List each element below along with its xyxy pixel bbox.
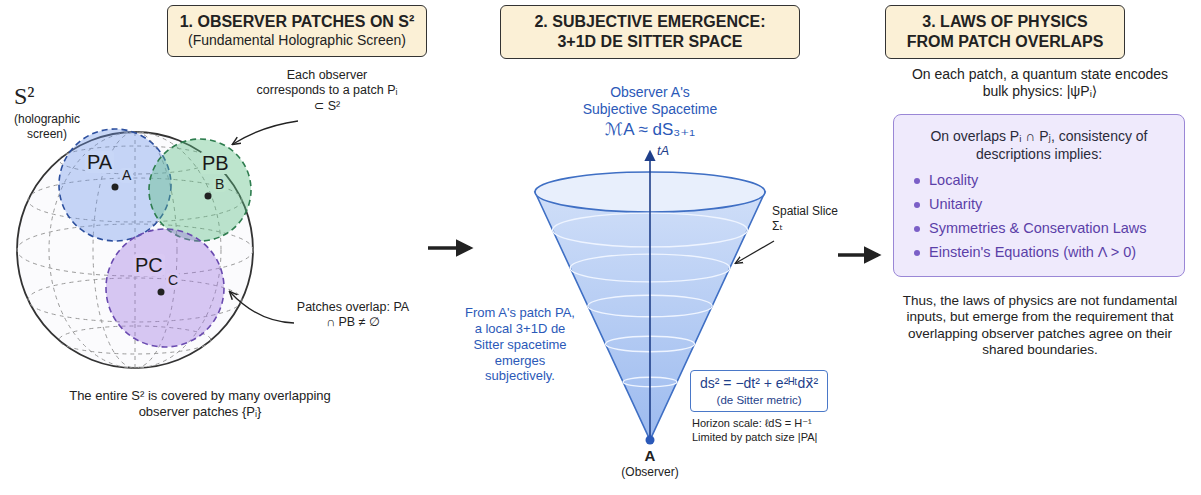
bullet-dot xyxy=(914,226,920,232)
bullet-text: Einstein's Equations (with Λ > 0) xyxy=(929,243,1136,262)
panel-note: On each patch, a quantum state encodes b… xyxy=(900,66,1180,100)
spacetime-formula: ℳA ≈ dS₃₊₁ xyxy=(545,120,755,141)
box-title: 2. SUBJECTIVE EMERGENCE: 3+1D DE SITTER … xyxy=(513,12,787,52)
panel-note: From A's patch PA, a local 3+1D de Sitte… xyxy=(460,305,580,384)
axis-label: tA xyxy=(657,143,687,159)
flow-arrow xyxy=(428,246,470,250)
horizon-note: Horizon scale: ℓdS = H⁻¹ xyxy=(692,417,862,430)
observer-patch: PB B xyxy=(148,138,252,242)
leader-line xyxy=(230,292,294,323)
observer-label: (Observer) xyxy=(600,465,700,480)
leader-line xyxy=(736,241,774,263)
bullet-dot xyxy=(914,250,920,256)
panel-subtitle: Observer A's Subjective Spacetime xyxy=(577,84,723,118)
callout-note: Each observer corresponds to a patch Pᵢ … xyxy=(252,68,402,114)
callout-note: Patches overlap: PA ∩ PB ≠ ∅ xyxy=(292,300,414,331)
box-title: On overlaps Pᵢ ∩ Pⱼ, consistency of desc… xyxy=(910,127,1168,163)
horizon-note: Limited by patch size |PA| xyxy=(692,431,862,444)
patch-shape xyxy=(105,228,225,348)
observer-point xyxy=(158,289,165,296)
observer-label: B xyxy=(213,177,226,192)
panel-heading: 2. SUBJECTIVE EMERGENCE: 3+1D DE SITTER … xyxy=(500,5,800,59)
bullet-dot xyxy=(914,178,920,184)
flow-arrow xyxy=(838,253,878,257)
observer-label: C xyxy=(166,273,180,288)
observer-point xyxy=(205,193,212,200)
observer-label: A xyxy=(630,447,670,465)
bullet-row: Unitarity xyxy=(914,195,1168,214)
box-title: 3. LAWS OF PHYSICS FROM PATCH OVERLAPS xyxy=(898,12,1112,52)
bullet-row: Locality xyxy=(914,171,1168,190)
bullet-text: Locality xyxy=(929,171,978,190)
patch-label: PA xyxy=(85,151,114,173)
patch-circle xyxy=(106,229,224,347)
bullet-row: Symmetries & Conservation Laws xyxy=(914,219,1168,238)
patch-circle xyxy=(149,139,251,241)
bullet-text: Symmetries & Conservation Laws xyxy=(929,219,1147,238)
box-title: ds² = −dt² + e²ᴴᵗdx⃗² xyxy=(700,375,818,393)
box-title: 1. OBSERVER PATCHES ON S² xyxy=(180,12,415,32)
patch-label: PB xyxy=(200,152,231,174)
bullet-text: Unitarity xyxy=(929,195,982,214)
sphere-caption: (holographic screen) xyxy=(8,112,86,141)
consistency-box: On overlaps Pᵢ ∩ Pⱼ, consistency of desc… xyxy=(893,114,1185,277)
box-subtitle: (Fundamental Holographic Screen) xyxy=(180,32,415,50)
slice-label: Spatial Slice Σₜ xyxy=(772,204,844,233)
observer-dot xyxy=(646,436,655,445)
leader-line xyxy=(233,121,298,144)
panel-heading: 3. LAWS OF PHYSICS FROM PATCH OVERLAPS xyxy=(885,5,1125,59)
observer-patch: PCC xyxy=(105,228,225,348)
observer-label: A xyxy=(120,168,133,183)
box-subtitle: (de Sitter metric) xyxy=(700,393,818,407)
sphere-symbol: S² xyxy=(14,82,58,111)
bullet-dot xyxy=(914,202,920,208)
bullet-row: Einstein's Equations (with Λ > 0) xyxy=(914,243,1168,262)
patch-label: PC xyxy=(133,254,165,276)
panel-heading: 1. OBSERVER PATCHES ON S²(Fundamental Ho… xyxy=(167,5,428,57)
metric-box: ds² = −dt² + e²ᴴᵗdx⃗²(de Sitter metric) xyxy=(690,370,828,412)
time-axis xyxy=(649,152,651,440)
panel-conclusion: Thus, the laws of physics are not fundam… xyxy=(900,293,1180,359)
panel-note: The entire S² is covered by many overlap… xyxy=(50,388,350,420)
observer-point xyxy=(112,184,119,191)
